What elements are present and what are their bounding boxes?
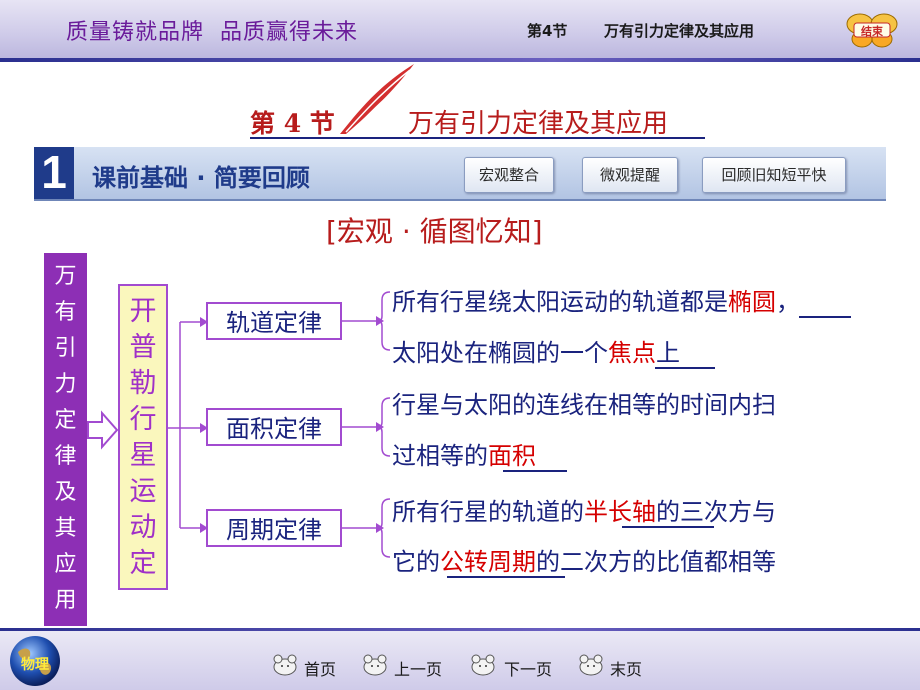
- topic-char: 有: [54, 300, 77, 325]
- nav-next-page[interactable]: 下一页: [470, 652, 562, 680]
- section-number: 第 4 节: [250, 109, 335, 138]
- desc-text: 所有行星绕太阳运动的轨道都是: [392, 288, 728, 316]
- kepler-laws-box: 开 普 勒 行 星 运 动 定: [118, 284, 168, 590]
- answer-underline: [447, 576, 565, 578]
- kepler-label: 开 普 勒 行 星 运 动 定: [120, 294, 166, 582]
- law-area-line-2: 过相等的面积: [392, 436, 536, 471]
- desc-text: 的二次方的比值都相等: [536, 548, 776, 576]
- unit-badge-number: 1: [41, 146, 67, 198]
- unit-badge: [34, 147, 74, 199]
- law-area-box: 面积定律: [206, 408, 342, 446]
- end-button-label: 结束: [861, 25, 883, 38]
- globe-icon: [10, 636, 60, 686]
- kepler-char: 行: [129, 404, 157, 435]
- topic-label: 万 有 引 力 定 律 及 其 应 用: [44, 259, 87, 619]
- mouse-icon: [273, 654, 297, 676]
- kepler-char: 定: [129, 548, 157, 579]
- slogan: 质量铸就品牌 品质赢得未来: [66, 20, 358, 45]
- nav-first-page[interactable]: 首页: [272, 652, 342, 680]
- mouse-icon: [363, 654, 387, 676]
- butterfly-icon: [846, 13, 898, 48]
- kepler-char: 动: [129, 512, 157, 543]
- answer-focus: 焦点: [608, 339, 656, 367]
- end-button[interactable]: 结束: [846, 12, 898, 48]
- answer-underline: [655, 367, 715, 369]
- branch-connector: [168, 317, 208, 533]
- bottom-bar: [0, 628, 920, 690]
- answer-underline: [799, 316, 851, 318]
- kepler-char: 勒: [129, 368, 157, 399]
- topic-char: 律: [54, 444, 77, 469]
- tab-macro-integration[interactable]: 宏观整合: [464, 157, 554, 193]
- subject-label: 物理: [21, 657, 49, 673]
- topic-char: 其: [54, 516, 77, 541]
- unit-title: 课前基础 · 简要回顾: [92, 164, 310, 192]
- law-orbit-box: 轨道定律: [206, 302, 342, 340]
- section-reference: 第4节: [527, 22, 568, 40]
- answer-area: 面积: [488, 442, 536, 470]
- desc-text: 的三次方与: [656, 498, 776, 526]
- topic-char: 力: [54, 372, 77, 397]
- desc-text: 过相等的: [392, 442, 488, 470]
- answer-orbital-period: 公转周期: [440, 548, 536, 576]
- topic-char: 定: [54, 408, 77, 433]
- nav-previous-label: 上一页: [394, 660, 443, 679]
- section-subtitle: [宏观 · 循图忆知]: [326, 215, 543, 248]
- title-underline: [250, 137, 705, 139]
- nav-previous-page[interactable]: 上一页: [362, 652, 452, 680]
- kepler-char: 普: [129, 332, 157, 363]
- tab-quick-review[interactable]: 回顾旧知短平快: [702, 157, 846, 193]
- nav-last-page[interactable]: 末页: [578, 652, 650, 680]
- law-period-box: 周期定律: [206, 509, 342, 547]
- desc-text: 太阳处在椭圆的一个: [392, 339, 608, 367]
- topic-char: 引: [54, 336, 77, 361]
- topic-char: 万: [54, 264, 77, 289]
- law-orbit-line-2: 太阳处在椭圆的一个焦点上: [392, 333, 680, 368]
- chapter-reference: 万有引力定律及其应用: [604, 22, 755, 40]
- desc-text: ，: [776, 288, 800, 316]
- desc-text: 上: [656, 339, 680, 367]
- kepler-char: 星: [129, 440, 157, 471]
- feather-icon: [340, 64, 415, 134]
- hollow-arrow-icon: [87, 410, 119, 450]
- answer-ellipse: 椭圆: [728, 288, 776, 316]
- law-period-line-1: 所有行星的轨道的半长轴的三次方与: [392, 492, 776, 527]
- nav-first-label: 首页: [304, 660, 337, 679]
- kepler-char: 开: [129, 296, 157, 327]
- law-period-line-2: 它的公转周期的二次方的比值都相等: [392, 542, 776, 577]
- mouse-icon: [471, 654, 495, 676]
- law-area-line-1: 行星与太阳的连线在相等的时间内扫: [392, 385, 776, 420]
- top-banner: [0, 0, 920, 62]
- kepler-char: 运: [129, 476, 157, 507]
- topic-char: 及: [54, 480, 77, 505]
- tab-micro-reminder[interactable]: 微观提醒: [582, 157, 678, 193]
- desc-text: 所有行星的轨道的: [392, 498, 584, 526]
- law-orbit-line-1: 所有行星绕太阳运动的轨道都是椭圆，: [392, 282, 800, 317]
- answer-semi-major-axis: 半长轴: [584, 498, 656, 526]
- topic-char: 应: [54, 552, 77, 577]
- brace-connectors: [342, 291, 391, 558]
- nav-next-label: 下一页: [504, 660, 553, 679]
- nav-last-label: 末页: [610, 660, 643, 679]
- lesson-title: 万有引力定律及其应用: [408, 109, 669, 139]
- desc-text: 它的: [392, 548, 440, 576]
- answer-underline: [622, 526, 714, 528]
- answer-underline: [503, 470, 567, 472]
- topic-box: 万 有 引 力 定 律 及 其 应 用: [44, 253, 87, 626]
- desc-text: 行星与太阳的连线在相等的时间内扫: [392, 391, 776, 419]
- topic-char: 用: [54, 588, 77, 613]
- mouse-icon: [579, 654, 603, 676]
